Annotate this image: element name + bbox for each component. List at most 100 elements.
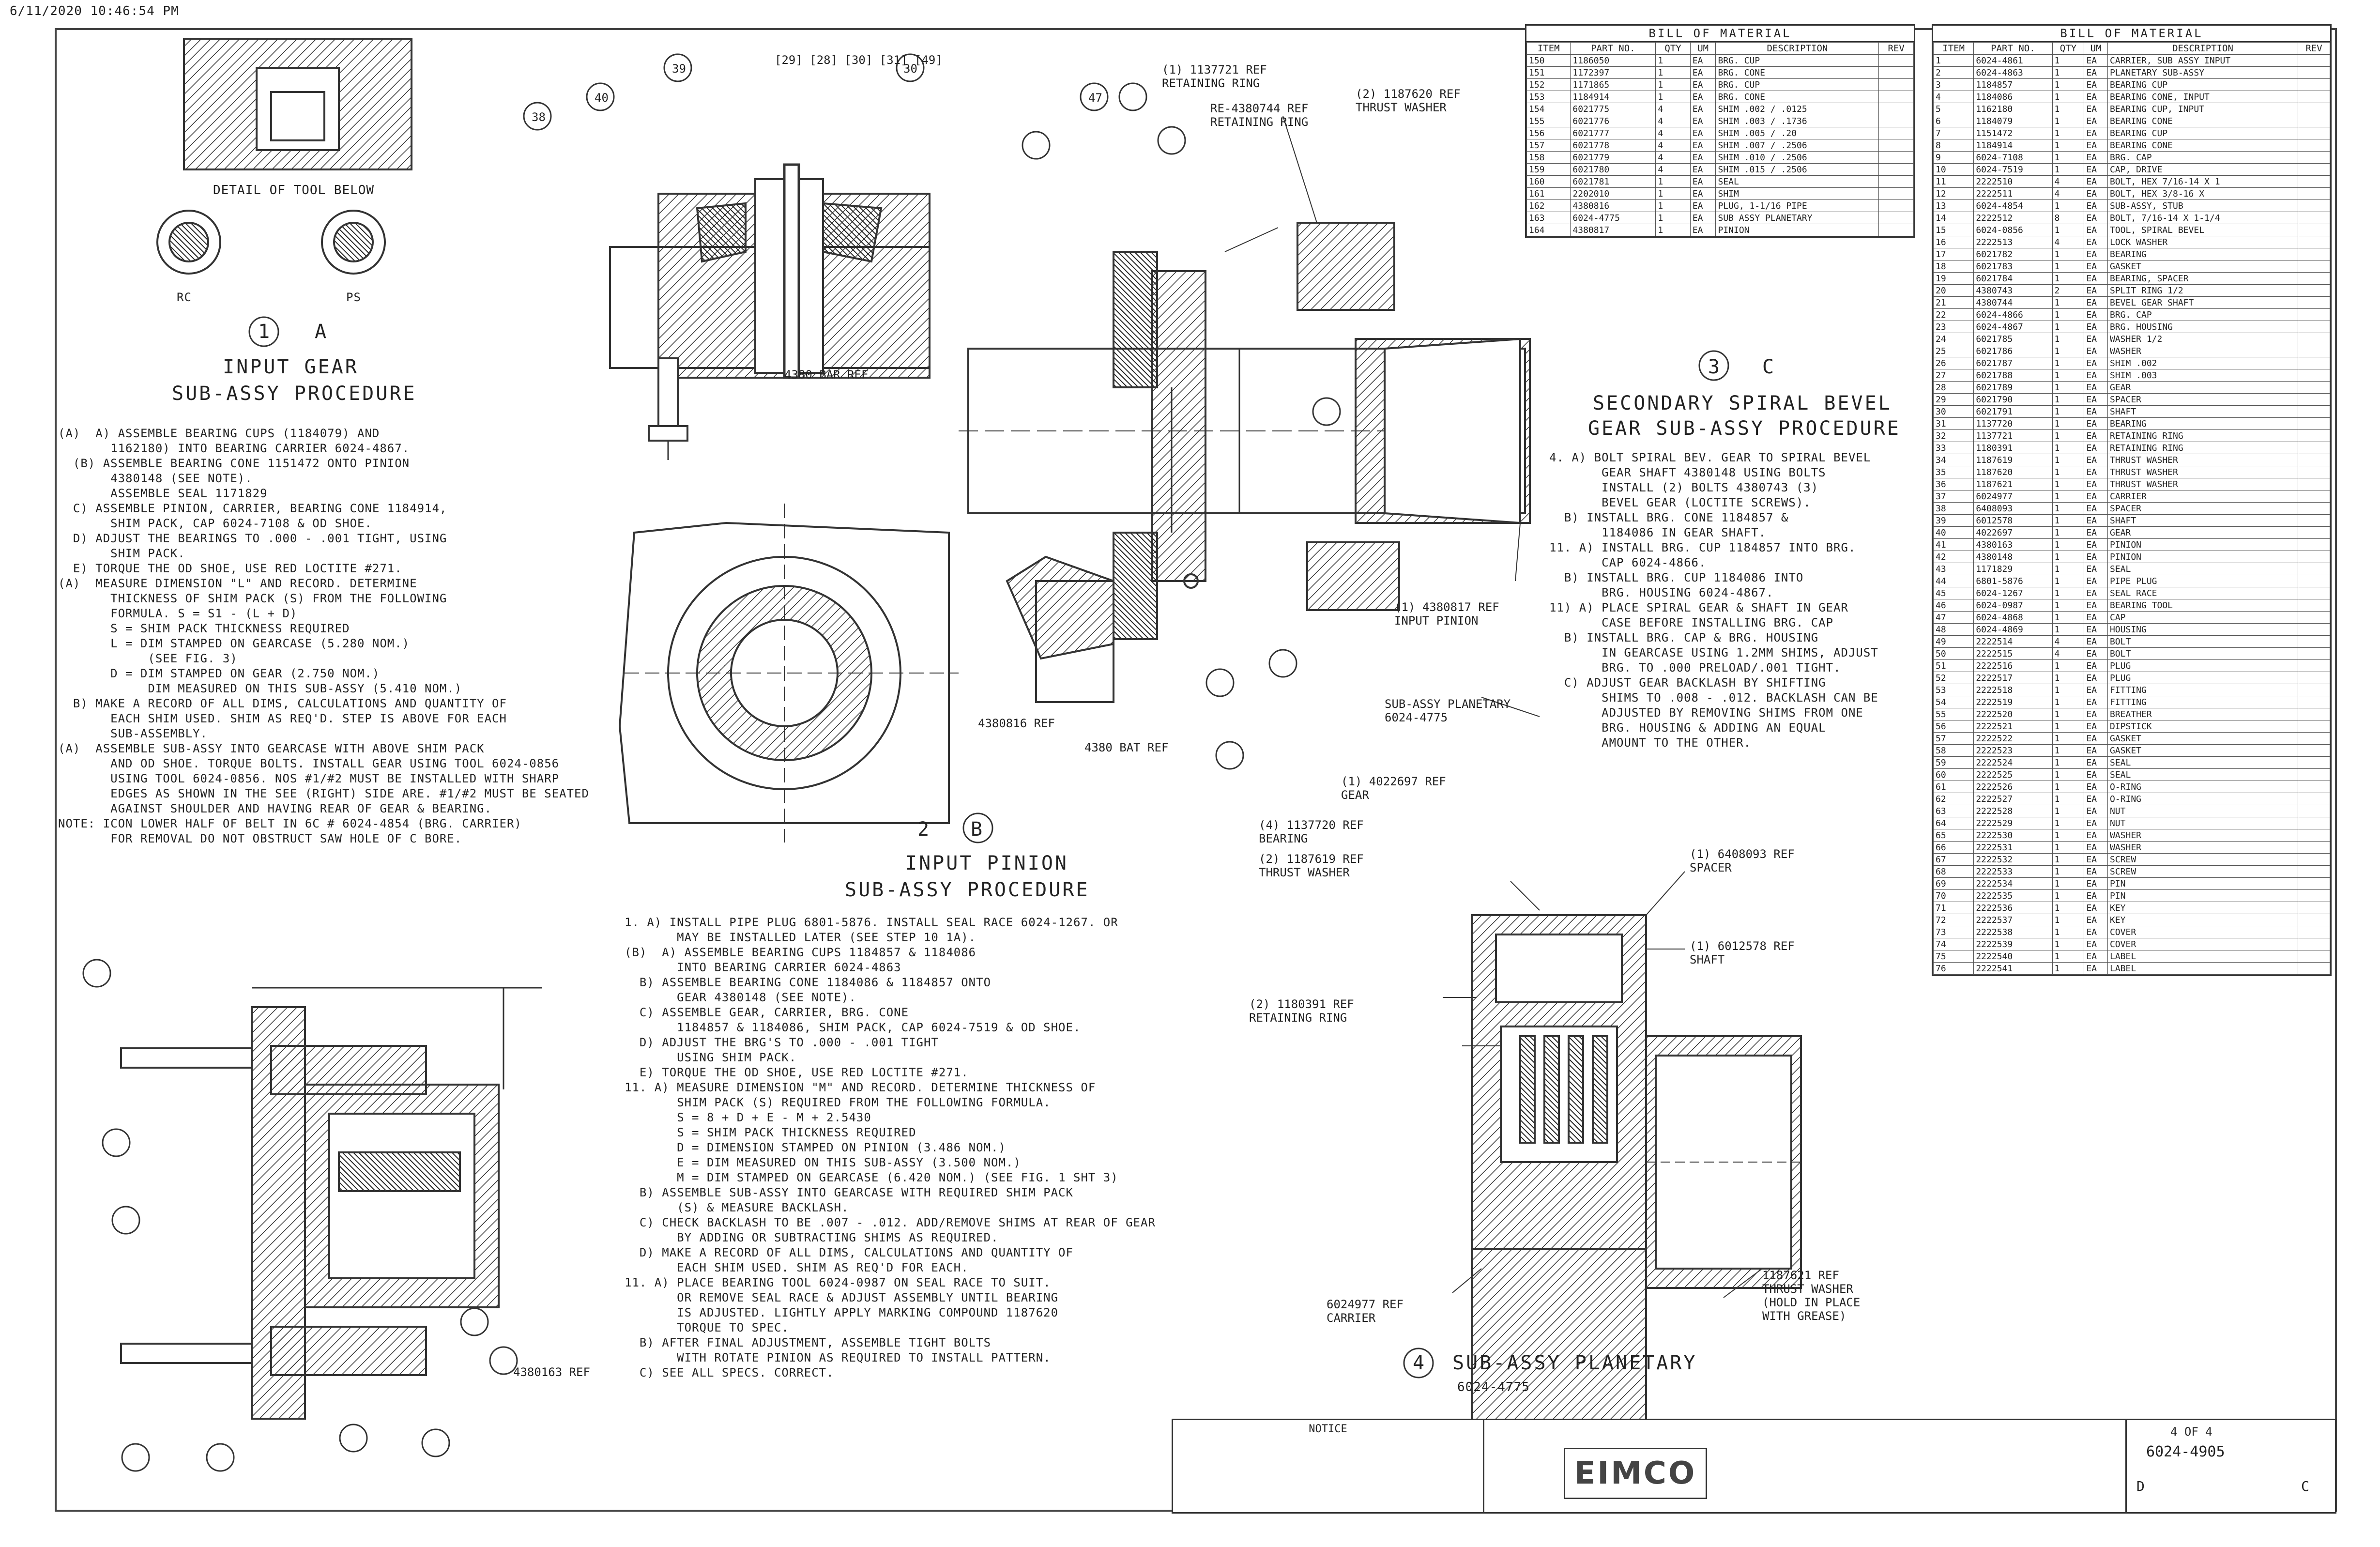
bom-cell: LABEL: [2107, 950, 2299, 963]
bom-cell: [2298, 599, 2330, 612]
bom-cell: 2222532: [1973, 853, 2053, 866]
bom-cell: [2298, 744, 2330, 757]
bom-cell: 7: [1933, 127, 1974, 139]
bom-cell: [2298, 563, 2330, 575]
bom-cell: PINION: [1715, 224, 1879, 236]
bom-cell: BEARING: [2107, 248, 2299, 260]
bom-cell: 1: [2052, 429, 2085, 442]
input-gear-step-line: D) ADJUST THE BEARINGS TO .000 - .001 TI…: [58, 532, 447, 545]
bom-cell: 1: [2052, 417, 2085, 430]
callout-carrier: 6024977 REF CARRIER: [1327, 1298, 1404, 1325]
input-gear-step-line: THICKNESS OF SHIM PACK (S) FROM THE FOLL…: [58, 592, 447, 605]
bom-cell: 64: [1933, 817, 1974, 829]
bom-cell: 76: [1933, 962, 1974, 975]
bom-cell: 1: [1655, 66, 1691, 79]
view-2-letter: B: [971, 818, 985, 841]
bom-header-cell: REV: [2298, 42, 2330, 55]
bom-cell: EA: [2084, 163, 2108, 176]
tool-detail-view: [156, 38, 412, 275]
bom-cell: CAP: [2107, 611, 2299, 624]
bom-cell: 1: [2052, 127, 2085, 139]
secondary-bevel-step-line: BRG. TO .000 PRELOAD/.001 TIGHT.: [1549, 661, 1841, 674]
input-gear-step-line: USING TOOL 6024-0856. NOS #1/#2 MUST BE …: [58, 772, 560, 785]
secondary-bevel-step-line: BRG. HOUSING 6024-4867.: [1549, 586, 1774, 599]
bom-cell: 6021775: [1570, 103, 1656, 115]
bom-cell: EA: [2084, 635, 2108, 648]
bom-cell: BEARING: [2107, 417, 2299, 430]
bom-cell: EA: [2084, 272, 2108, 285]
callout-thrust-washer-ref: (2) 1187620 REF THRUST WASHER: [1356, 87, 1461, 114]
bom-cell: 1: [2052, 405, 2085, 418]
bom-cell: KEY: [2107, 902, 2299, 914]
bom-cell: 4380743: [1973, 284, 2053, 297]
bom-cell: 46: [1933, 599, 1974, 612]
callout-thrust-washer-2: 1187621 REF THRUST WASHER (HOLD IN PLACE…: [1762, 1269, 1861, 1323]
bom-cell: RETAINING RING: [2107, 442, 2299, 454]
rev-value: C: [2301, 1478, 2309, 1494]
secondary-bevel-step-line: IN GEARCASE USING 1.2MM SHIMS, ADJUST: [1549, 646, 1878, 659]
bom-cell: 26: [1933, 357, 1974, 369]
bom-cell: 6024-4868: [1973, 611, 2053, 624]
bom-cell: 54: [1933, 696, 1974, 708]
bom-cell: [2298, 502, 2330, 515]
bom-cell: 1: [2052, 393, 2085, 406]
bom-header-cell: DESCRIPTION: [1715, 42, 1879, 55]
bom-cell: 1: [2052, 817, 2085, 829]
bom-cell: 15: [1933, 224, 1974, 236]
bom-cell: 75: [1933, 950, 1974, 963]
bom-cell: 1: [2052, 684, 2085, 696]
secondary-bevel-step-line: 1184086 IN GEAR SHAFT.: [1549, 526, 1767, 539]
bom-cell: 57: [1933, 732, 1974, 745]
bom-cell: 2222527: [1973, 793, 2053, 805]
bom-cell: [2298, 454, 2330, 466]
bom-cell: 6021789: [1973, 381, 2053, 394]
bom-cell: 1: [2052, 768, 2085, 781]
bom-cell: 4022697: [1973, 526, 2053, 539]
bom-cell: 158: [1526, 151, 1571, 164]
bom-cell: 1: [1933, 54, 1974, 67]
input-gear-step-line: D = DIM STAMPED ON GEAR (2.750 NOM.): [58, 667, 380, 680]
bom-cell: 4: [2052, 236, 2085, 248]
input-gear-step-line: (SEE FIG. 3): [58, 652, 238, 665]
input-gear-step-line: SHIM PACK.: [58, 547, 185, 560]
bom-cell: 1: [2052, 732, 2085, 745]
bom-cell: EA: [1690, 127, 1716, 139]
callout-sub-assy: SUB-ASSY PLANETARY 6024-4775: [1385, 697, 1511, 724]
bom-cell: 2222534: [1973, 877, 2053, 890]
bom-cell: [2298, 768, 2330, 781]
input-pinion-step-line: WITH ROTATE PINION AS REQUIRED TO INSTAL…: [625, 1351, 1051, 1364]
bom-cell: 1: [2052, 793, 2085, 805]
callout-gear-ref: (1) 4022697 REF GEAR: [1341, 775, 1446, 802]
bom-cell: [2298, 817, 2330, 829]
bom-cell: 1171829: [1973, 563, 2053, 575]
bom-cell: [2298, 103, 2330, 115]
bom-cell: FITTING: [2107, 696, 2299, 708]
bom-cell: [2298, 926, 2330, 938]
bom-left-title: BILL OF MATERIAL: [1526, 26, 1914, 42]
bom-cell: [2298, 429, 2330, 442]
secondary-bevel-step-line: B) INSTALL BRG. CAP & BRG. HOUSING: [1549, 631, 1819, 644]
bom-cell: [2298, 611, 2330, 624]
bom-cell: BRG. HOUSING: [2107, 321, 2299, 333]
bom-cell: [2298, 296, 2330, 309]
bom-cell: 6024-0856: [1973, 224, 2053, 236]
bom-cell: PIN: [2107, 889, 2299, 902]
bom-cell: [2298, 696, 2330, 708]
bom-cell: [2298, 756, 2330, 769]
bom-cell: BEARING CONE: [2107, 115, 2299, 127]
bom-cell: [2298, 684, 2330, 696]
bom-cell: [2298, 78, 2330, 91]
